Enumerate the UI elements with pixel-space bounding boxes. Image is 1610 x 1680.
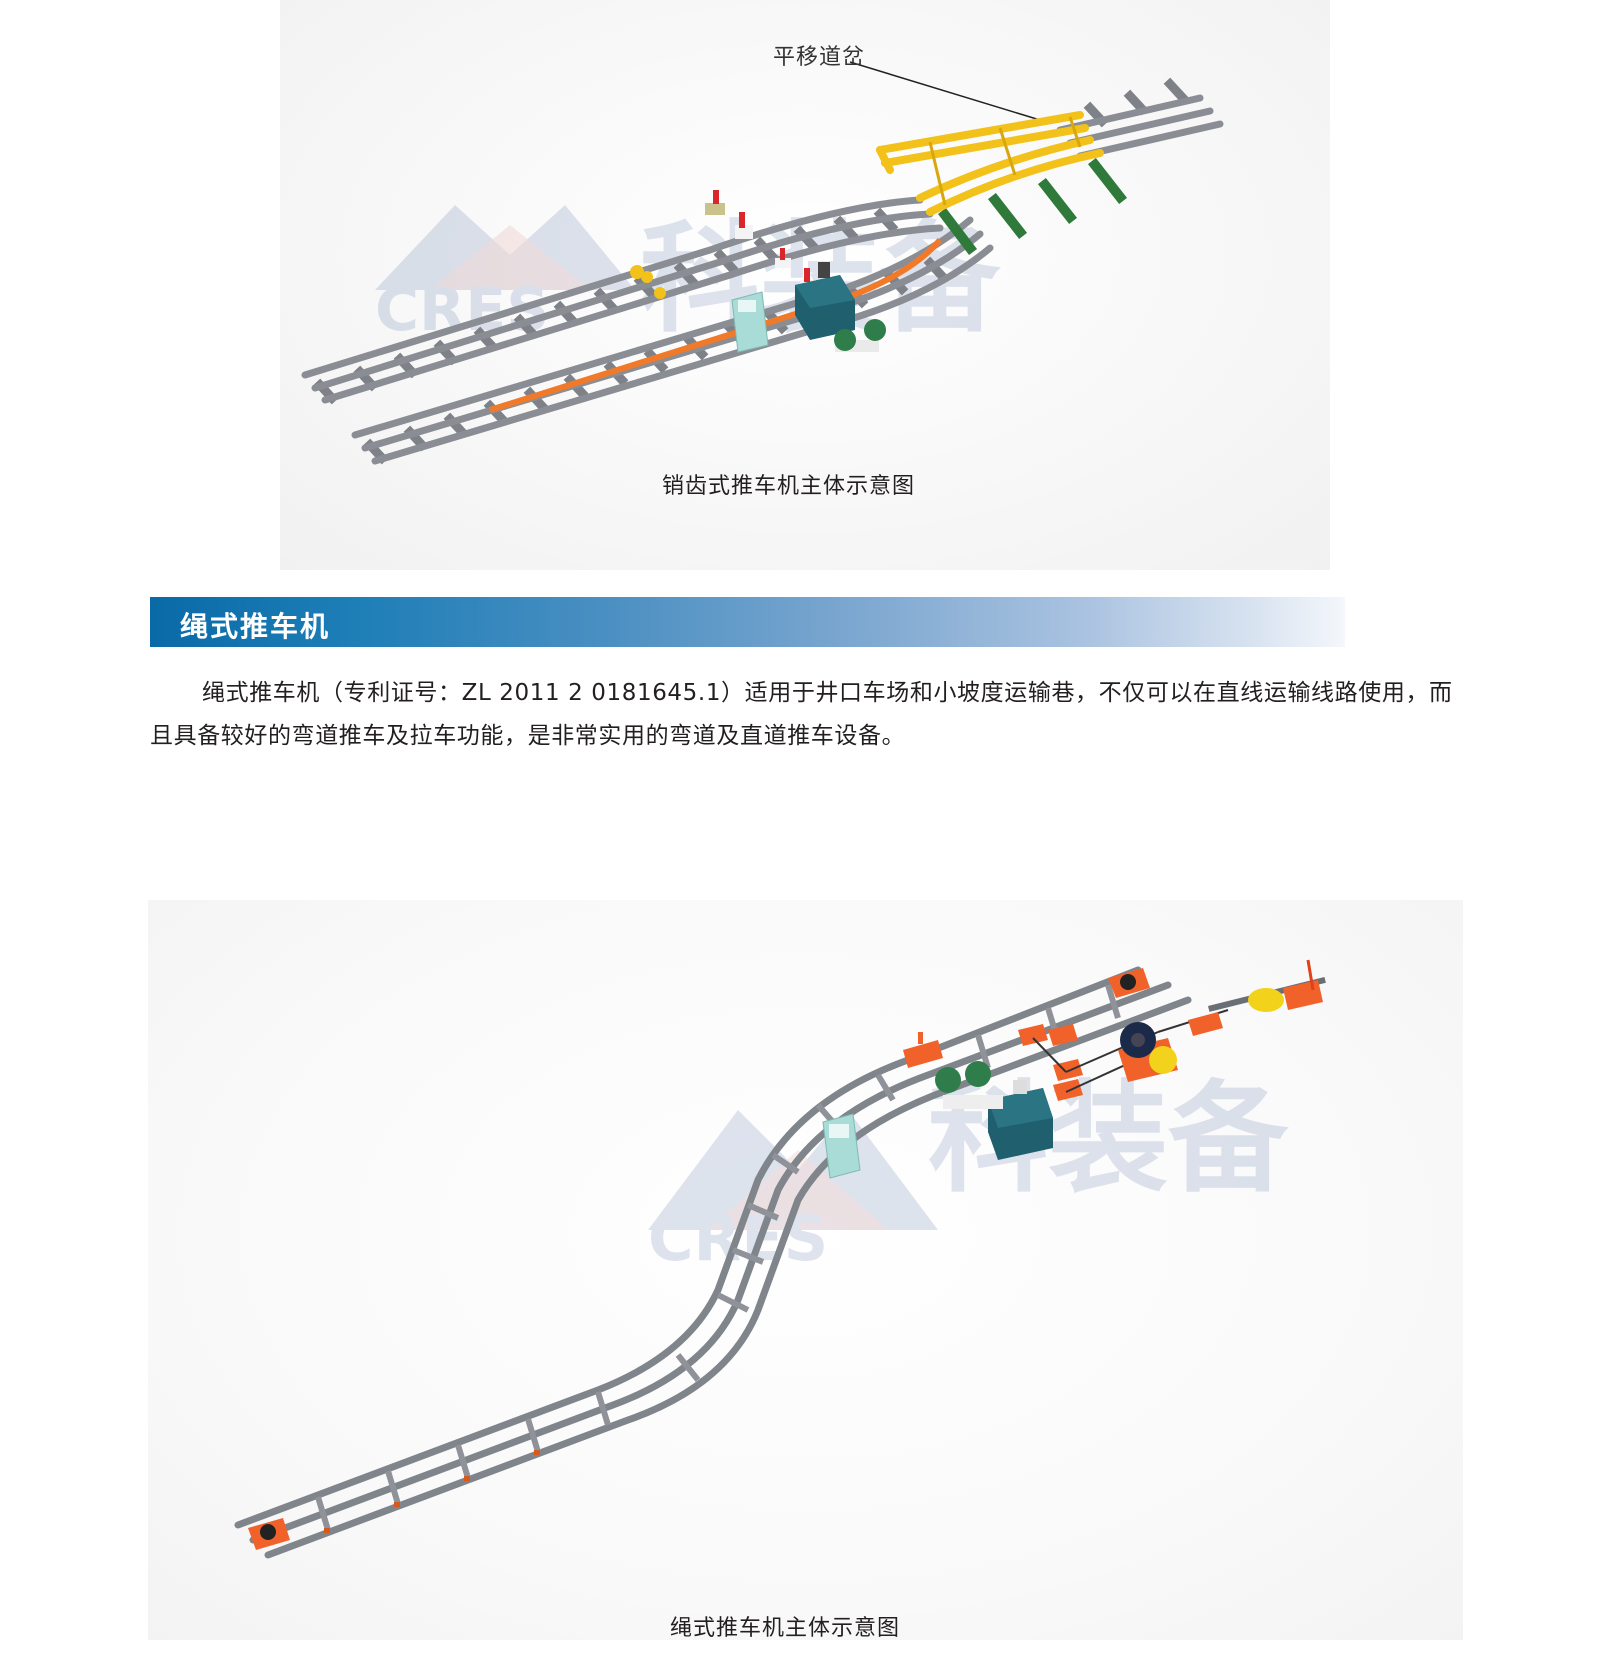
sleeper-clamps [324,1450,540,1533]
figure2-caption: 绳式推车机主体示意图 [670,1616,901,1641]
upper-track-rails [301,196,944,404]
rope-pusher-diagram: CRES 科装备 [148,900,1463,1640]
control-cabinet-icon [731,291,769,353]
rail-illustration-1: CRES 科装备 [301,61,1224,465]
section-title: 绳式推车机 [180,610,331,643]
hydraulic-station-icon [988,1080,1053,1160]
turnout-crossbars [928,116,1082,206]
svg-text:科装备: 科装备 [928,1070,1289,1209]
control-cabinet-icon [822,1113,861,1179]
translating-turnout-label: 平移道岔 [773,45,866,70]
description-paragraph: 绳式推车机（专利证号：ZL 2011 2 0181645.1）适用于井口车场和小… [150,672,1470,758]
head-pulley-icon [1108,968,1150,998]
pusher-carriage-icon [903,1032,943,1068]
description-text: 绳式推车机（专利证号：ZL 2011 2 0181645.1）适用于井口车场和小… [150,680,1453,749]
pin-tooth-pusher-diagram: CRES 科装备 [280,0,1330,570]
hydraulic-station-icon [795,262,855,340]
s-curve-track-rails [234,966,1192,1559]
motor-pump-icon [834,319,886,352]
tail-pulley-icon [248,1518,290,1550]
section-header-bar: 绳式推车机 [150,597,1345,647]
turnout-supports [937,157,1128,256]
motor-pump-icon [935,1061,1003,1109]
figure1-caption: 销齿式推车机主体示意图 [662,474,916,499]
translating-turnout [876,111,1104,216]
winch-assembly-icon [1118,959,1326,1082]
callout-leader-line [849,61,1041,121]
rail-illustration-2: CRES 科装备 [234,959,1326,1559]
